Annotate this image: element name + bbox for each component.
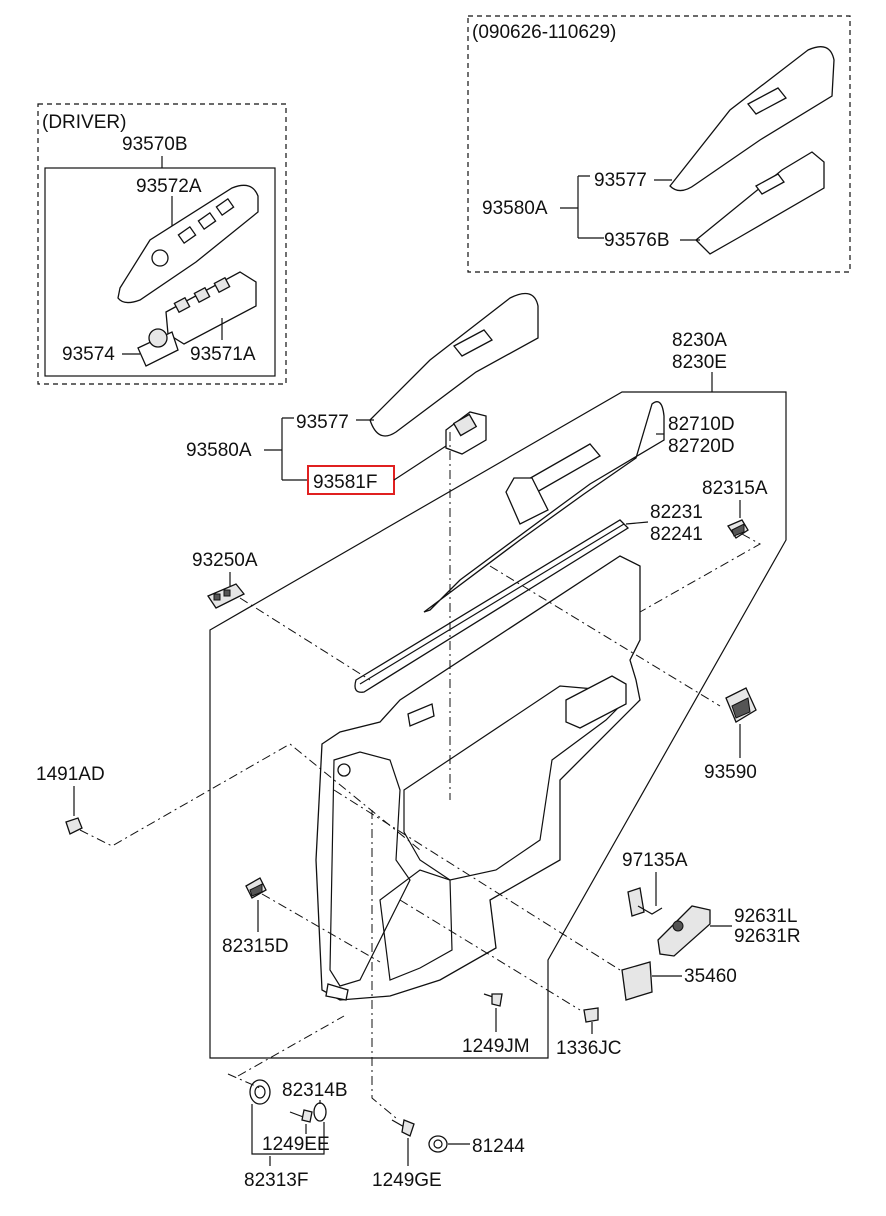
courtesy-lamp-93250A [207,583,246,609]
screw-1249EE [289,1109,313,1123]
label-93572A[interactable]: 93572A [136,176,202,197]
label-93580A[interactable]: 93580A [186,440,252,461]
screw-1491AD [65,817,83,835]
armrest-switch-bezel [369,292,539,437]
label-93574[interactable]: 93574 [62,344,115,365]
label-82231[interactable]: 82231 [650,502,703,523]
clip-1336JC [583,1007,599,1023]
wiring-97135A [627,887,663,917]
door-trim-panel [315,555,641,1001]
window-switch-pocket [565,675,627,729]
switch-93590 [725,687,757,723]
label-93577[interactable]: 93577 [296,412,349,433]
label-1491AD[interactable]: 1491AD [36,764,105,785]
label-82315A[interactable]: 82315A [702,478,768,499]
label-8230E[interactable]: 8230E [672,352,727,373]
driver-switch-group: (DRIVER) 93570B 93572A 93574 93571A [37,103,287,385]
label-82314B[interactable]: 82314B [282,1080,348,1101]
label-93580A-top[interactable]: 93580A [482,198,548,219]
label-1336JC[interactable]: 1336JC [556,1038,622,1059]
driver-group-border [37,103,287,385]
label-82313F[interactable]: 82313F [244,1170,308,1191]
inside-handle-opening [407,703,435,727]
variant-switch-bezel [669,46,835,192]
label-82710D[interactable]: 82710D [668,414,735,435]
label-93571A[interactable]: 93571A [190,344,256,365]
label-82241[interactable]: 82241 [650,524,703,545]
screw-1249JM [483,993,503,1007]
screw-1249GE [391,1119,415,1137]
label-93576B[interactable]: 93576B [604,230,670,251]
variant-switch-module [695,151,825,255]
driver-group-label: (DRIVER) [42,112,126,133]
variant-group-border [467,15,851,273]
driver-switch-assembly-frame [44,167,276,377]
label-93581F[interactable]: 93581F [313,472,377,493]
door-trim-pocket [329,751,411,987]
label-82720D[interactable]: 82720D [668,436,735,457]
cap-82313F [249,1079,271,1105]
cap-82314B [313,1102,327,1122]
label-93577-top[interactable]: 93577 [594,170,647,191]
nut-81244 [428,1135,448,1153]
label-97135A[interactable]: 97135A [622,850,688,871]
clip-82315A [727,519,749,539]
variant-group-label: (090626-110629) [472,22,616,43]
label-92631R[interactable]: 92631R [734,926,801,947]
label-8230A[interactable]: 8230A [672,330,727,351]
pad-35460 [621,961,653,1001]
door-trim-assembly-boundary [209,391,787,1059]
label-93570B[interactable]: 93570B [122,134,188,155]
assembly-leader-lines [79,432,762,1119]
variant-switch-group: (090626-110629) 93577 93580A 93576B [467,15,851,273]
label-93590[interactable]: 93590 [704,762,757,783]
lamp-92631L [657,905,711,957]
label-35460[interactable]: 35460 [684,966,737,987]
label-82315D[interactable]: 82315D [222,936,289,957]
clip-82315D [245,877,267,899]
label-81244[interactable]: 81244 [472,1136,525,1157]
label-1249EE[interactable]: 1249EE [262,1134,330,1155]
door-speaker-grille [379,869,453,981]
label-92631L[interactable]: 92631L [734,906,797,927]
label-93250A[interactable]: 93250A [192,550,258,571]
armrest-pull-handle [423,401,665,613]
label-1249JM[interactable]: 1249JM [462,1036,530,1057]
label-1249GE[interactable]: 1249GE [372,1170,442,1191]
